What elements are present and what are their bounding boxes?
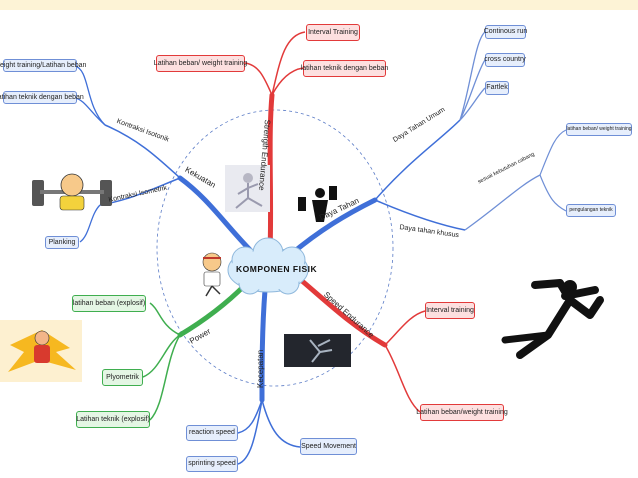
runner-silhouette-icon [501, 279, 604, 359]
box-latihan-beban-explosif: latihan beban (explosif) [72, 295, 146, 312]
top-banner-strip [0, 0, 638, 10]
box-latihan-beban-weight: Latihan beban/ weight training [154, 55, 247, 72]
box-continous-run: Continous run [484, 25, 527, 39]
box-reaction-speed: reaction speed [186, 425, 238, 441]
branch-speedend-line [292, 272, 388, 348]
box-planking: Planking [45, 236, 79, 249]
box-interval-training-top: Interval Training [306, 24, 360, 41]
box-fartlek: Fartlek [485, 81, 509, 95]
branch-label-kecepatan: Kecepatan [256, 349, 265, 388]
branch-strength-line [267, 92, 275, 253]
weightlifter-cartoon-icon [32, 173, 112, 211]
box-latihan-teknik-explosif: Latihan teknik (explosif) [76, 411, 150, 428]
branch-power-line [177, 282, 248, 338]
box-sprinting-speed: sprinting speed [186, 456, 238, 472]
box-latihan-teknik-beban-1: latihan teknik dengan beban [0, 91, 84, 104]
center-title: KOMPONEN FISIK [236, 264, 318, 274]
sprinter-photo-icon [284, 334, 351, 367]
branch-kecepatan-line [259, 287, 268, 403]
stretching-athlete-photo-icon [225, 165, 270, 212]
box-interval-training-right: Interval training [425, 302, 475, 319]
box-pengulangan-teknik: pengulangan teknik [566, 204, 616, 217]
dashed-oval [156, 109, 394, 387]
box-latihan-teknik-beban-2: latihan teknik dengan beban [301, 60, 388, 77]
superhero-cartoon-icon [0, 320, 82, 382]
box-cross-country: cross country [484, 53, 526, 67]
dumbbell-lifter-icon [298, 186, 337, 222]
center-cloud-icon [227, 237, 309, 295]
branch-kekuatan-line [177, 175, 258, 258]
box-weight-training: Weight training/Latihan beban [0, 59, 86, 72]
branch-dayatahan-line [287, 197, 378, 258]
box-latihan-beban-weight-2: latihan beban/ weight training [566, 123, 632, 136]
box-speed-movement: Speed Movement [300, 438, 357, 455]
box-plyometrik: Plyometrik [102, 369, 143, 386]
box-latihan-beban-weight-3: Latihan beban/weight training [416, 404, 508, 421]
karate-kid-cartoon-icon [202, 252, 222, 297]
